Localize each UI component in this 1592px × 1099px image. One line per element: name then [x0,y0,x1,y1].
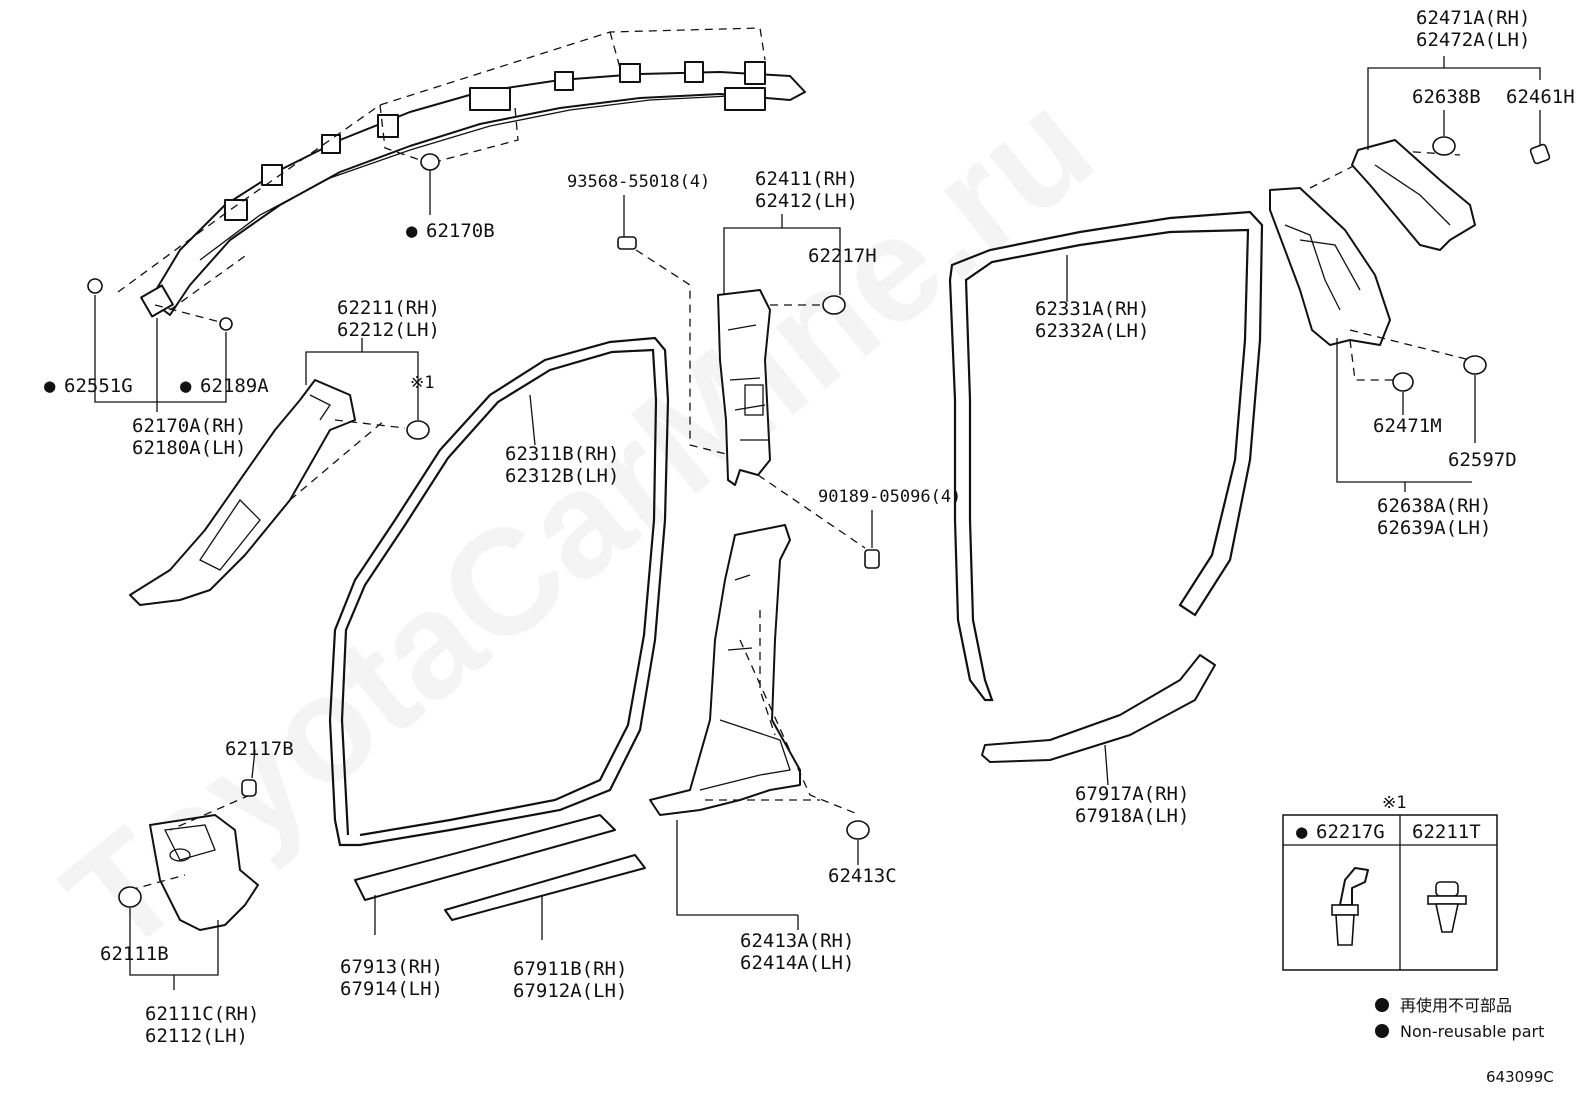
clip-62638B [1432,110,1456,156]
front-door-weatherstrip [328,336,670,847]
label-62471M: 62471M [1373,415,1442,437]
label-62211: 62211(RH) [337,297,440,319]
label-note1: ※1 [410,373,434,393]
label-67917A: 67917A(RH) [1075,783,1189,805]
rear-scuff-plate [981,654,1216,786]
label-62111B: 62111B [100,943,169,965]
label-62471A: 62471A(RH) [1416,7,1530,29]
legend-bullet-en [1375,1024,1389,1038]
scuff-plate-67913 [354,814,616,935]
label-67913: 67913(RH) [340,956,443,978]
label-62414A: 62414A(LH) [740,952,854,974]
roof-side-rail-trim [117,27,806,323]
clip-62117B [241,749,257,797]
clip-62111B [118,886,142,908]
label-62411: 62411(RH) [755,168,858,190]
clip-62551G [87,278,103,294]
bracket-62111C [129,908,219,990]
label-62472A: 62472A(LH) [1416,29,1530,51]
bracket-62638A [1336,338,1472,492]
label-62551G-bullet: ● [44,375,56,397]
label-67912A: 67912A(LH) [513,980,627,1002]
quarter-upper-trim [1351,139,1476,251]
label-62112: 62112(LH) [145,1025,248,1047]
front-pillar-garnish [129,379,406,606]
clip-table-col1-bullet: ● [1296,821,1308,843]
clip-62189A [219,317,233,331]
clip-62211T [406,420,430,440]
label-93568: 93568-55018(4) [567,172,710,192]
clip-table [1282,814,1498,971]
label-62413A: 62413A(RH) [740,930,854,952]
cowl-side-trim [129,794,259,931]
leader-62311B [529,394,536,446]
legend-jp: 再使用不可部品 [1400,996,1512,1015]
label-62311B: 62311B(RH) [505,443,619,465]
label-62638A: 62638A(RH) [1377,495,1491,517]
label-67911B: 67911B(RH) [513,958,627,980]
clip-62461H [1529,110,1551,165]
label-62331A: 62331A(RH) [1035,298,1149,320]
center-pillar-lower [649,524,861,816]
bracket-62170A [94,295,227,412]
clip-62217H [822,295,846,315]
bracket-62471A [1367,56,1541,150]
clip-table-note: ※1 [1382,793,1406,813]
clip-62217G-illustration [1331,867,1369,946]
label-62189A: 62189A [200,375,269,397]
quarter-pillar-garnish [1269,149,1471,381]
labels: ● 62170B ● 62551G ● 62189A 62170A(RH) 62… [44,7,1575,1086]
label-62170A: 62170A(RH) [132,415,246,437]
clip-table-col2: 62211T [1412,821,1481,843]
label-62412: 62412(LH) [755,190,858,212]
label-62189A-bullet: ● [180,375,192,397]
label-62117B: 62117B [225,738,294,760]
label-62639A: 62639A(LH) [1377,517,1491,539]
bracket-62211 [305,338,419,420]
clip-62471M [1392,372,1414,415]
clip-62597D [1463,355,1487,443]
label-67918A: 67918A(LH) [1075,805,1189,827]
label-90189: 90189-05096(4) [818,487,961,507]
bracket-62411 [723,214,841,295]
screw-93568 [617,195,731,456]
label-62170B-bullet: ● [406,220,418,242]
label-67914: 67914(LH) [340,978,443,1000]
legend-bullet-jp [1375,998,1389,1012]
center-pillar-upper [717,289,820,486]
clip-90189 [757,474,880,569]
bracket-62413A [676,820,799,930]
clip-table-col1: 62217G [1316,821,1385,843]
label-62551G: 62551G [64,375,133,397]
label-62312B: 62312B(LH) [505,465,619,487]
scuff-plate-67911B [444,854,646,940]
label-62170B: 62170B [426,220,495,242]
label-62332A: 62332A(LH) [1035,320,1149,342]
label-62461H: 62461H [1506,86,1575,108]
label-62212: 62212(LH) [337,319,440,341]
label-62180A: 62180A(LH) [132,437,246,459]
legend-en: Non-reusable part [1400,1022,1544,1041]
label-62413C: 62413C [828,865,897,887]
rear-door-weatherstrip [948,210,1264,702]
label-62597D: 62597D [1448,449,1517,471]
clip-62413C [846,820,870,865]
label-62111C: 62111C(RH) [145,1003,259,1025]
label-62638B: 62638B [1412,86,1481,108]
diagram-code: 643099C [1486,1068,1554,1086]
clip-62211T-illustration [1427,881,1467,933]
label-62217H: 62217H [808,245,877,267]
clip-62170B [420,153,440,215]
